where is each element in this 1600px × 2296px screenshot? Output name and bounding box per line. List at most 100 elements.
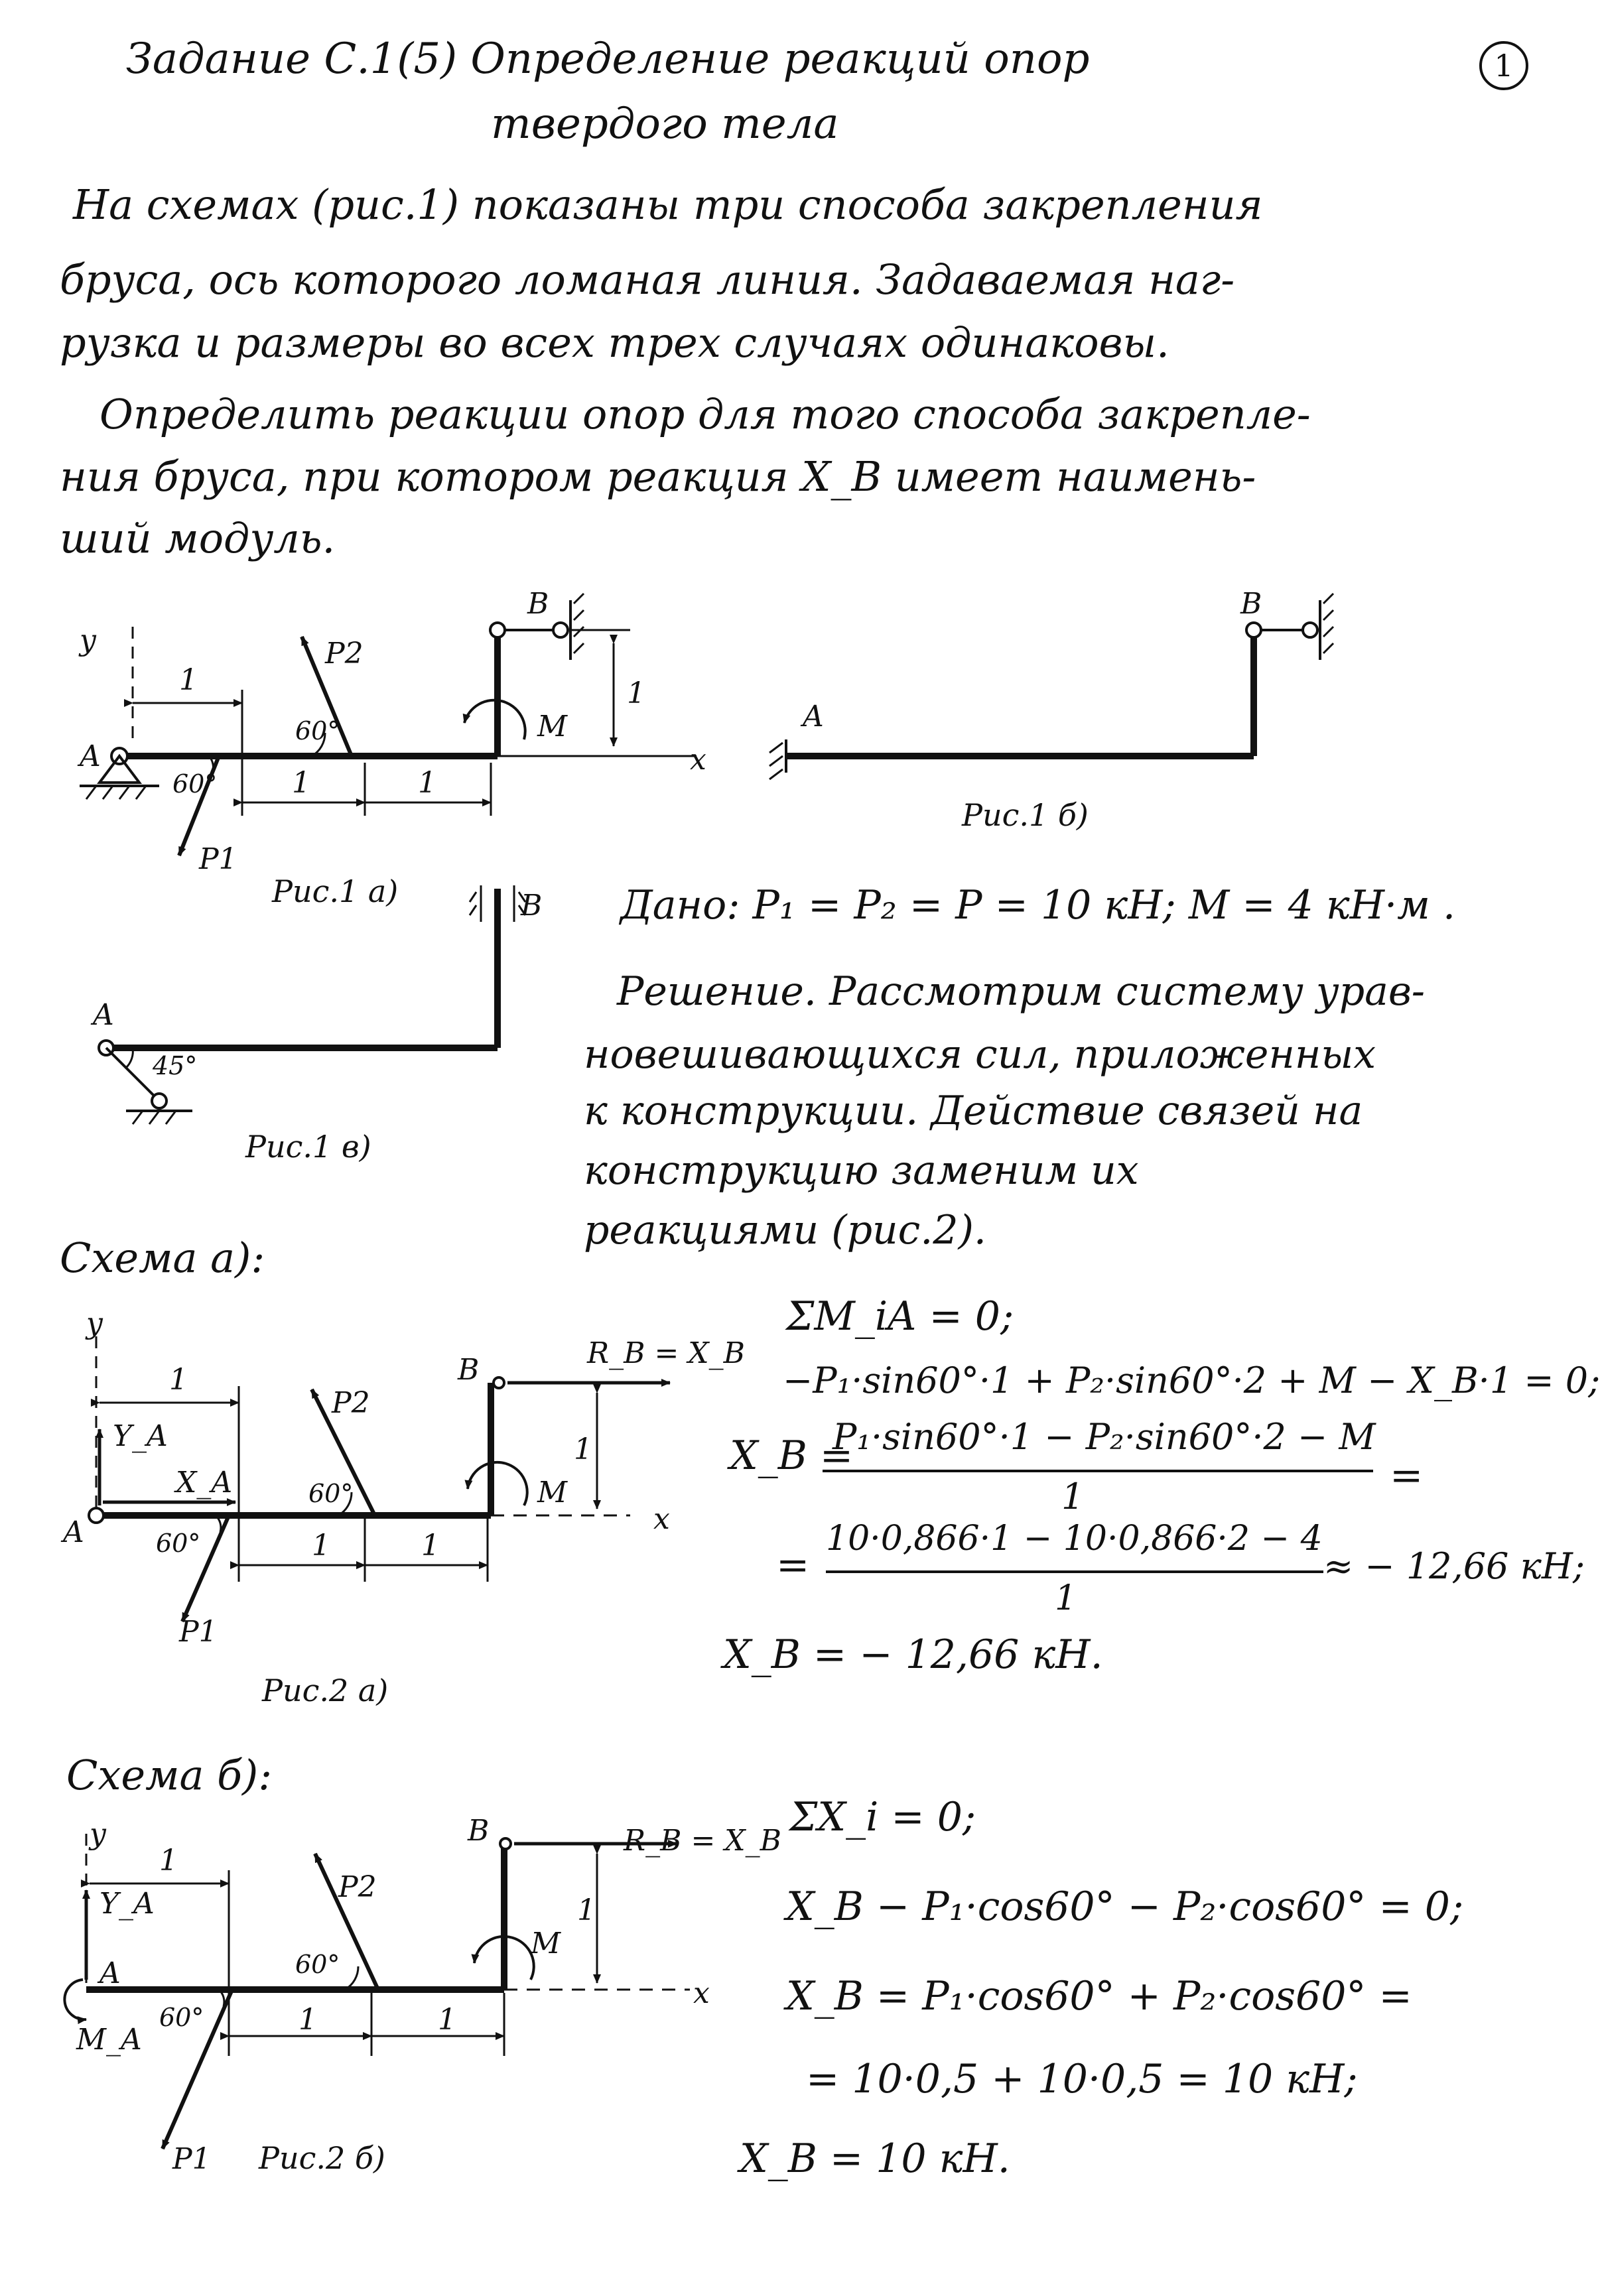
fig2a-label-p2: P2: [331, 1386, 370, 1420]
solution-line-4: конструкцию заменим их: [584, 1147, 1139, 1194]
figure-2b-labels: y Y_A A M_A B R_B = X_B x P2 P1 M 1 1 1 …: [76, 1814, 781, 2176]
fig2b-label-p2: P2: [338, 1870, 377, 1904]
solution-line-1: Решение. Рассмотрим систему урав-: [617, 968, 1426, 1015]
scheme-b-heading: Схема б):: [66, 1751, 273, 1799]
scheme-b-eq-1: ΣX_i = 0;: [789, 1794, 976, 1840]
fig2a-label-p1: P1: [178, 1615, 218, 1649]
scheme-a-eq-3-num: P₁·sin60°·1 − P₂·sin60°·2 − M: [833, 1416, 1376, 1458]
fig1v-label-angle: 45°: [152, 1051, 197, 1080]
fig2a-caption: Рис.2 а): [261, 1673, 388, 1708]
fig2a-moment-m: [464, 1460, 529, 1506]
scheme-a-heading: Схема а):: [60, 1234, 265, 1282]
fig2a-force-p1: [180, 1514, 231, 1623]
scheme-a-eq-4-result: ≈ − 12,66 кН;: [1323, 1545, 1585, 1587]
fig1a-moment-m: [462, 698, 527, 740]
fig1a-label-dim-3: 1: [418, 766, 436, 800]
figure-2a: [88, 1336, 671, 1623]
fig2a-label-m: M: [537, 1476, 568, 1509]
scheme-a-eq-4-den: 1: [1055, 1578, 1077, 1618]
fig1a-label-dim-1: 1: [179, 663, 198, 697]
fig1b-label-b: B: [1240, 587, 1262, 621]
fig2a-label-angle-p2: 60°: [308, 1479, 353, 1508]
fig2a-label-dim-2: 1: [312, 1529, 330, 1563]
page-number: 1: [1479, 41, 1528, 90]
fig2b-label-p1: P1: [172, 2142, 211, 2176]
fig2b-label-a: A: [97, 1956, 121, 1990]
fig1a-label-angle-p1: 60°: [172, 769, 217, 798]
intro-line-2: бруса, ось которого ломаная линия. Задав…: [60, 255, 1235, 304]
intro-line-6: ший модуль.: [60, 514, 336, 562]
fig2a-label-x: x: [653, 1502, 670, 1536]
fig1a-label-angle-p2: 60°: [295, 716, 340, 745]
scheme-a-eq-3-lhs: X_B =: [730, 1433, 854, 1479]
fig1b-label-a: A: [800, 700, 824, 733]
fig2a-label-b: B: [457, 1353, 479, 1387]
fig2b-label-m: M: [530, 1927, 561, 1960]
fig2a-label-dim-1: 1: [169, 1363, 188, 1397]
scheme-a-result: X_B = − 12,66 кН.: [723, 1631, 1103, 1678]
fig2a-label-y: y: [85, 1307, 103, 1340]
solution-line-2: новешивающихся сил, приложенных: [584, 1031, 1376, 1078]
fig2a-label-a: A: [60, 1515, 84, 1549]
scheme-a-eq-1: ΣM_iA = 0;: [786, 1293, 1014, 1340]
given-line: Дано: P₁ = P₂ = P = 10 кН; M = 4 кН·м .: [620, 882, 1456, 928]
intro-line-3: рузка и размеры во всех трех случаях оди…: [60, 318, 1169, 367]
fig1a-label-a: A: [77, 739, 101, 773]
fig1a-caption: Рис.1 а): [271, 873, 398, 909]
scheme-a-eq-3-den: 1: [1061, 1476, 1085, 1517]
task-title-line2: твердого тела: [491, 99, 839, 149]
scheme-a-eq-4-eq: =: [776, 1542, 810, 1588]
fig1a-label-b: B: [527, 587, 549, 621]
fig2b-moment-ma: [63, 1978, 87, 2025]
figure-1a-labels: y A B x P2 P1 M 1 1 1 1 60° 60°: [77, 587, 706, 876]
fig2a-label-dim-h: 1: [574, 1433, 592, 1466]
fig2b-label-x: x: [693, 1976, 710, 2010]
fig2b-label-rb: R_B = X_B: [623, 1824, 781, 1858]
fig2b-label-dim-1: 1: [159, 1844, 178, 1878]
fig2a-force-p2: [310, 1388, 377, 1517]
fig2a-label-xa: X_A: [174, 1466, 232, 1499]
figure-1a: [80, 592, 697, 857]
intro-line-4: Определить реакции опор для того способа…: [100, 390, 1311, 438]
fig2b-force-p1: [161, 1988, 234, 2150]
intro-line-1: На схемах (рис.1) показаны три способа з…: [73, 180, 1263, 229]
fig1v-inclined-rod: [105, 1047, 157, 1099]
fig1a-label-x: x: [690, 743, 706, 777]
fig2b-label-ya: Y_A: [100, 1887, 155, 1921]
solution-line-5: реакциями (рис.2).: [584, 1207, 987, 1253]
figure-2b: [63, 1834, 690, 2150]
fig2a-label-dim-3: 1: [421, 1529, 440, 1563]
fig1a-force-p2: [300, 635, 354, 757]
fig1a-label-p2: P2: [324, 637, 364, 670]
intro-line-5: ния бруса, при котором реакция X_B имеет…: [60, 452, 1256, 501]
fig2b-label-ma: M_A: [76, 2023, 142, 2057]
fig2a-label-rb: R_B = X_B: [586, 1336, 745, 1370]
scheme-b-eq-3: X_B = P₁·cos60° + P₂·cos60° =: [786, 1973, 1412, 2019]
fig1a-label-dim-h: 1: [627, 676, 645, 710]
page-number-value: 1: [1494, 48, 1514, 84]
fig2a-label-angle-p1: 60°: [156, 1529, 200, 1558]
task-title-line1: Задание С.1(5) Определение реакций опор: [126, 34, 1090, 84]
scheme-b-result: X_B = 10 кН.: [740, 2136, 1010, 2182]
fig1a-label-p1: P1: [198, 842, 237, 876]
fig1a-label-dim-2: 1: [292, 766, 310, 800]
fig2b-moment-m: [471, 1935, 535, 1980]
fig1a-label-m: M: [537, 710, 568, 743]
fig2b-caption: Рис.2 б): [258, 2140, 385, 2176]
scheme-b-eq-4: = 10·0,5 + 10·0,5 = 10 кН;: [806, 2056, 1358, 2102]
fig1v-caption: Рис.1 в): [245, 1129, 371, 1165]
fig2b-label-b: B: [467, 1814, 489, 1848]
figure-2a-labels: y Y_A X_A A B R_B = X_B x P2 P1 M 1 1 1 …: [60, 1307, 745, 1649]
fig1a-support-a: [97, 753, 142, 784]
scheme-a-eq-2: −P₁·sin60°·1 + P₂·sin60°·2 + M − X_B·1 =…: [783, 1360, 1600, 1401]
fig1b-caption: Рис.1 б): [961, 797, 1089, 833]
fig2b-label-dim-3: 1: [438, 2003, 456, 2037]
fig2b-label-y: y: [88, 1817, 107, 1851]
fig2a-label-ya: Y_A: [113, 1419, 168, 1453]
figure-1v: [98, 885, 527, 1125]
fig1a-pin-b: [489, 621, 506, 639]
scheme-a-eq-3-eq: =: [1390, 1452, 1424, 1499]
fig2b-label-angle-p2: 60°: [295, 1950, 340, 1979]
fig2b-label-dim-2: 1: [299, 2003, 317, 2037]
